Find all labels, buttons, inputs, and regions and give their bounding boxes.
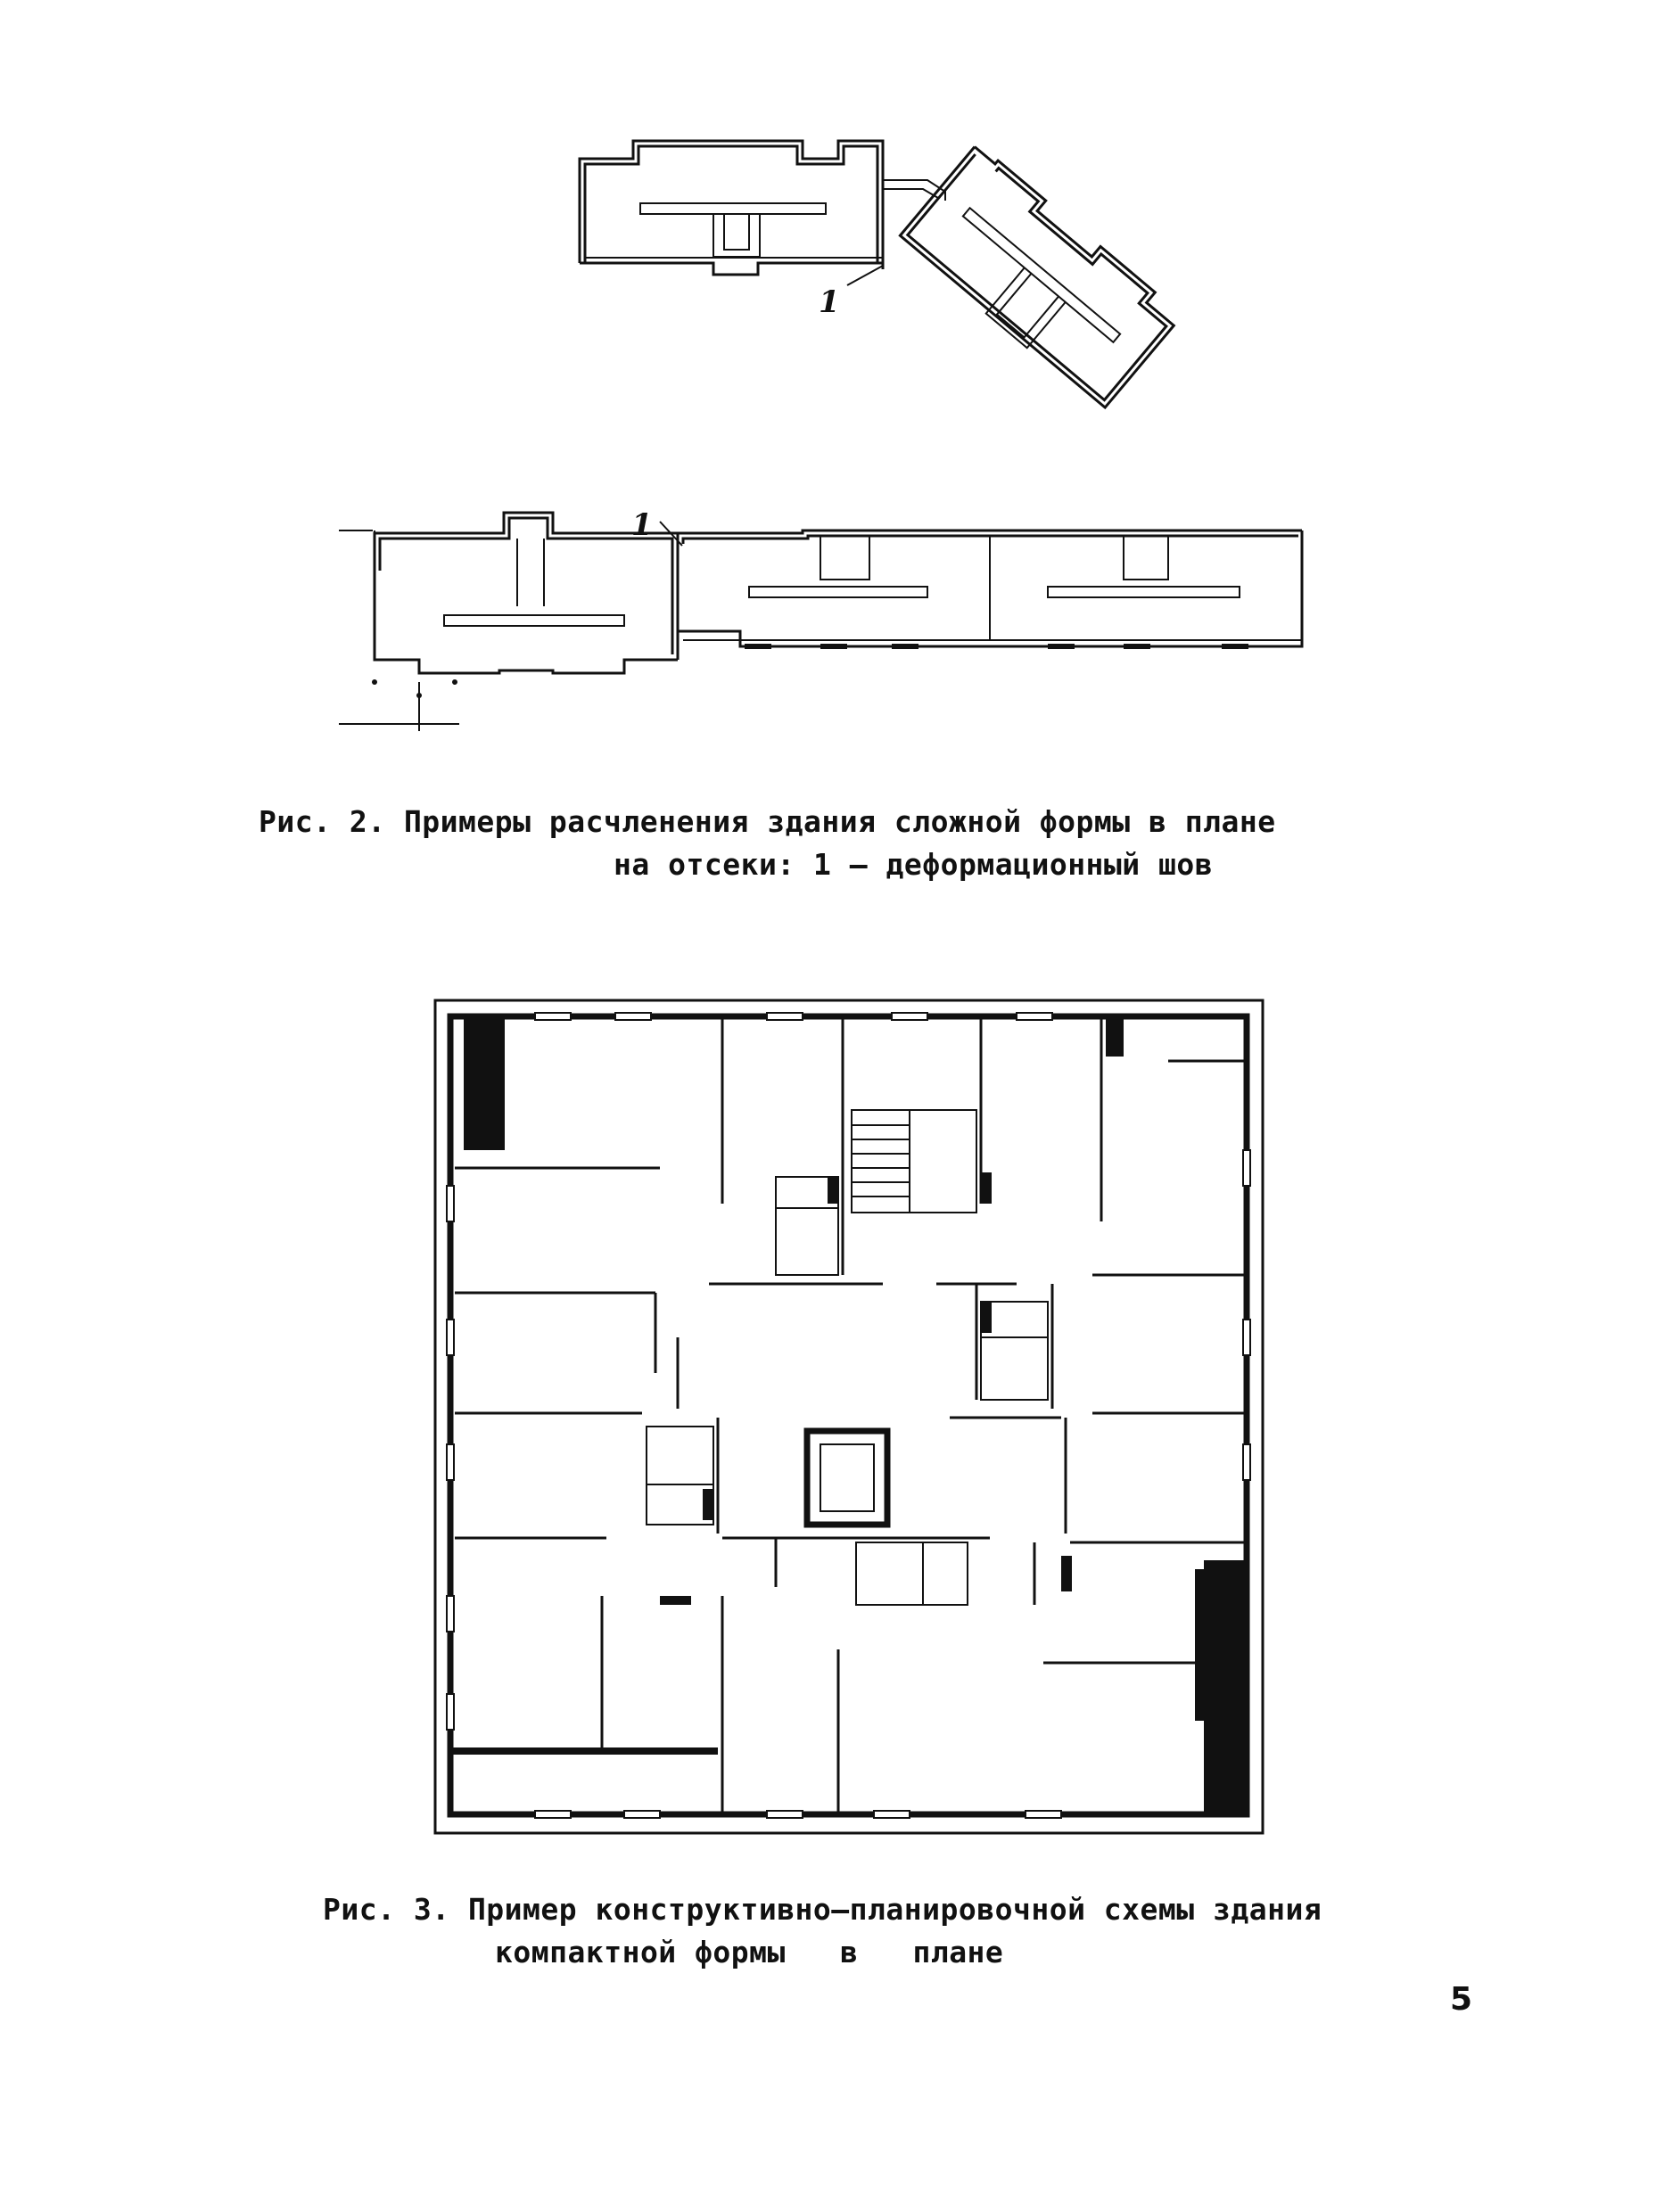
exterior-windows [446,1012,1251,1819]
connector-lines [883,179,946,201]
block-rotated [898,145,1176,410]
page-number: 5 [1450,1981,1473,2018]
figure-2-plan-drawing: 1 1 [339,139,1304,731]
block-top-left [578,139,885,276]
callout-leader-top [846,265,884,286]
sanitary-units [646,1176,1072,1606]
figure-2-caption-line-1: Рис. 2. Примеры расчленения здания сложн… [259,804,1276,839]
callout-label-top: 1 [819,284,840,320]
figure-3-caption-line-1: Рис. 3. Пример конструктивно–планировочн… [323,1892,1322,1927]
callout-leader-bottom [659,521,683,547]
block-bottom-right [676,529,1304,660]
block-bottom-left [339,511,680,731]
elevator-shaft [803,1427,891,1528]
figure-3-caption-line-2: компактной формы в плане [495,1935,1004,1969]
callout-label-bottom: 1 [631,507,653,543]
figure-2-caption-line-2: на отсеки: 1 – деформационный шов [614,847,1214,882]
staircase [851,1109,977,1213]
